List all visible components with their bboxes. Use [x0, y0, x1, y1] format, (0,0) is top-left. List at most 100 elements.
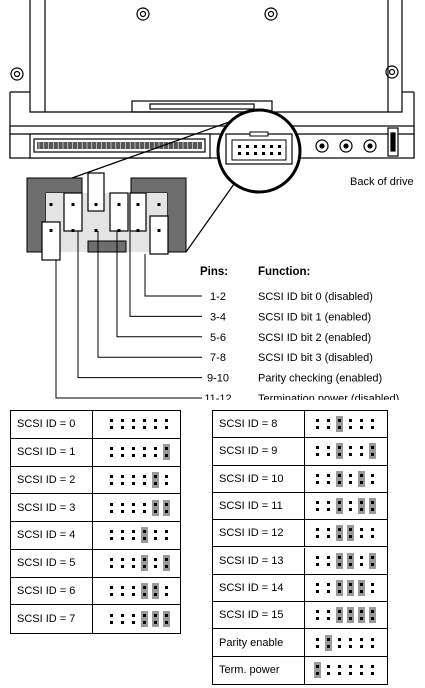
jumper-installed: [163, 555, 170, 572]
jumper-open: [325, 471, 332, 487]
jumper-installed: [336, 552, 343, 569]
jumper-open: [163, 583, 170, 599]
jumper-open: [108, 583, 115, 599]
jumper-open: [152, 555, 159, 571]
jumper-open: [119, 555, 126, 571]
leader-line: [97, 231, 202, 358]
jumper-open: [347, 471, 354, 487]
jumper-open: [314, 607, 321, 623]
setting-label: SCSI ID = 2: [17, 473, 76, 486]
jumper-setting-row: Parity enable: [213, 629, 387, 657]
drive-caption: Back of drive: [350, 176, 414, 188]
jumper-setting-row: SCSI ID = 11: [213, 492, 387, 521]
jumper-setting-row: SCSI ID = 1: [11, 438, 180, 467]
jumper-installed: [336, 525, 343, 542]
jumper-open: [130, 527, 137, 543]
jumper-open: [119, 472, 126, 488]
jumper-open: [325, 498, 332, 514]
jumper-installed: [369, 552, 376, 569]
jumper-open: [347, 498, 354, 514]
jumper-setting-row: SCSI ID = 8: [213, 411, 387, 439]
jumper-installed: [347, 525, 354, 542]
jumper-setting-row: SCSI ID = 0: [11, 411, 180, 439]
jumper-installed: [314, 662, 321, 679]
jumper-installed: [336, 498, 343, 515]
jumper-installed: [163, 499, 170, 516]
header-pin: [71, 229, 75, 232]
jumper-setting-row: SCSI ID = 12: [213, 520, 387, 548]
jumper-open: [314, 580, 321, 596]
header-pin: [157, 229, 161, 232]
jumper-open: [314, 635, 321, 651]
jumper-open: [119, 527, 126, 543]
jumper-setting-row: SCSI ID = 13: [213, 547, 387, 575]
jumper-open: [314, 443, 321, 459]
jumper-open: [141, 472, 148, 488]
scsi-id-table-left: SCSI ID = 0 SCSI ID = 1 SCSI ID = 2 SCSI ID…: [10, 410, 181, 634]
setting-label: SCSI ID = 15: [219, 609, 284, 622]
jumper-open: [141, 416, 148, 432]
mount-hole-icon: [385, 65, 399, 79]
jumper-setting-row: SCSI ID = 4: [11, 522, 180, 550]
jumper-open: [163, 472, 170, 488]
jumper-setting-row: SCSI ID = 3: [11, 494, 180, 522]
header-pin: [157, 203, 161, 206]
jumper-open: [325, 553, 332, 569]
setting-label: Term. power: [219, 664, 280, 677]
header-pin: [49, 229, 53, 232]
jumper-block-enlarged: [26, 172, 187, 261]
jumper-open: [358, 662, 365, 678]
pin-number: 7-8: [210, 352, 226, 364]
jumper-installed: [336, 416, 343, 433]
jumper-open: [358, 635, 365, 651]
jumper-installed: [336, 607, 343, 624]
jumper-installed: [163, 611, 170, 628]
jumper-open: [119, 416, 126, 432]
jumper-installed: [358, 470, 365, 487]
jumper-open: [347, 635, 354, 651]
jumper-open: [325, 443, 332, 459]
pin-function: SCSI ID bit 3 (disabled): [258, 352, 373, 364]
jumper-installed: [152, 471, 159, 488]
pin-function: Parity checking (enabled): [258, 373, 382, 385]
jumper-open: [369, 635, 376, 651]
jumper-setting-row: SCSI ID = 5: [11, 549, 180, 578]
jumper-open: [325, 525, 332, 541]
jumper-open: [336, 635, 343, 651]
jumper-open: [369, 416, 376, 432]
jumper-open: [358, 443, 365, 459]
jumper-open: [119, 611, 126, 627]
jumper-open: [369, 525, 376, 541]
jumper-open: [325, 416, 332, 432]
setting-label: SCSI ID = 12: [219, 527, 284, 540]
pin-function: SCSI ID bit 1 (enabled): [258, 311, 371, 323]
jumper-installed: [369, 607, 376, 624]
jumper-installed: [152, 611, 159, 628]
jumper-setting-row: SCSI ID = 10: [213, 465, 387, 493]
jumper-open: [119, 583, 126, 599]
jumper-open: [314, 416, 321, 432]
jumper-installed: [347, 607, 354, 624]
setting-label: SCSI ID = 1: [17, 446, 76, 459]
header-pin: [71, 203, 75, 206]
jumper-installed: [369, 443, 376, 460]
header-pin: [136, 203, 140, 206]
jumper-installed: [141, 527, 148, 544]
jumper-installed: [347, 552, 354, 569]
jumper-open: [152, 527, 159, 543]
jumper-open: [163, 527, 170, 543]
jumper-installed: [325, 634, 332, 651]
jumper-installed: [141, 611, 148, 628]
jumper-open: [325, 607, 332, 623]
jumper-setting-row: SCSI ID = 2: [11, 466, 180, 495]
jumper-open: [336, 662, 343, 678]
jumper-open: [314, 471, 321, 487]
jumper-open: [108, 472, 115, 488]
jumper-open: [152, 416, 159, 432]
function-header: Function:: [258, 266, 310, 278]
jumper-open: [358, 525, 365, 541]
jumper-open: [108, 444, 115, 460]
jumper-open: [108, 527, 115, 543]
